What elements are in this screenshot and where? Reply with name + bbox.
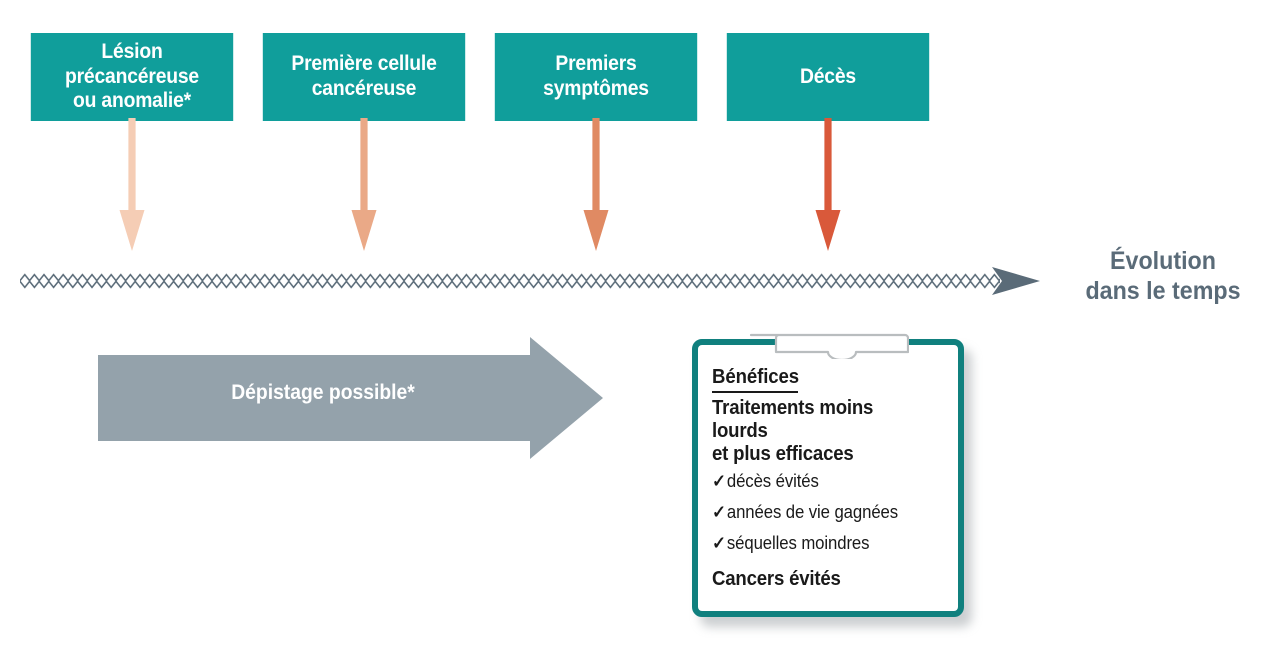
clipboard-list-item: ✓années de vie gagnées: [712, 503, 933, 521]
clipboard-content: Bénéfices Traitements moins lourds et pl…: [712, 366, 950, 591]
clipboard-headline: Traitements moins lourds et plus efficac…: [712, 397, 874, 465]
clipboard-list-item: ✓séquelles moindres: [712, 534, 933, 552]
down-arrow-lesion-icon: [119, 118, 145, 251]
down-arrow-first-cell-icon: [351, 118, 377, 251]
clipboard-title: Bénéfices: [712, 366, 800, 388]
stage-box-symptoms: Premiers symptômes: [494, 33, 698, 121]
clipboard-list-item-label: décès évités: [726, 471, 819, 491]
stage-box-label: Décès: [799, 64, 857, 88]
check-icon: ✓: [712, 471, 726, 491]
clipboard-list-item-label: années de vie gagnées: [726, 502, 899, 522]
screening-arrow: [98, 337, 603, 459]
stage-box-first-cell: Première cellule cancéreuse: [262, 33, 466, 121]
timeline-axis-label: Évolution dans le temps: [1085, 247, 1241, 305]
clipboard-footer: Cancers évités: [712, 568, 841, 590]
check-icon: ✓: [712, 502, 726, 522]
check-icon: ✓: [712, 533, 726, 553]
stage-box-label: Premiers symptômes: [543, 52, 649, 100]
clipboard-list-item-label: séquelles moindres: [726, 533, 870, 553]
clipboard-clip-icon: [749, 333, 909, 359]
timeline-axis: [20, 270, 1000, 292]
stage-box-death: Décès: [726, 33, 930, 121]
down-arrow-death-icon: [815, 118, 841, 251]
stage-box-lesion: Lésion précancéreuse ou anomalie*: [30, 33, 234, 121]
down-arrow-symptoms-icon: [583, 118, 609, 251]
clipboard-list-item: ✓décès évités: [712, 472, 933, 490]
clipboard-frame: [692, 339, 964, 617]
benefits-clipboard: Bénéfices Traitements moins lourds et pl…: [692, 333, 964, 617]
clipboard-title-rule: [712, 391, 798, 393]
stage-box-label: Lésion précancéreuse ou anomalie*: [64, 39, 200, 113]
timeline-arrowhead-icon: [992, 267, 1040, 295]
stage-box-label: Première cellule cancéreuse: [291, 52, 437, 100]
